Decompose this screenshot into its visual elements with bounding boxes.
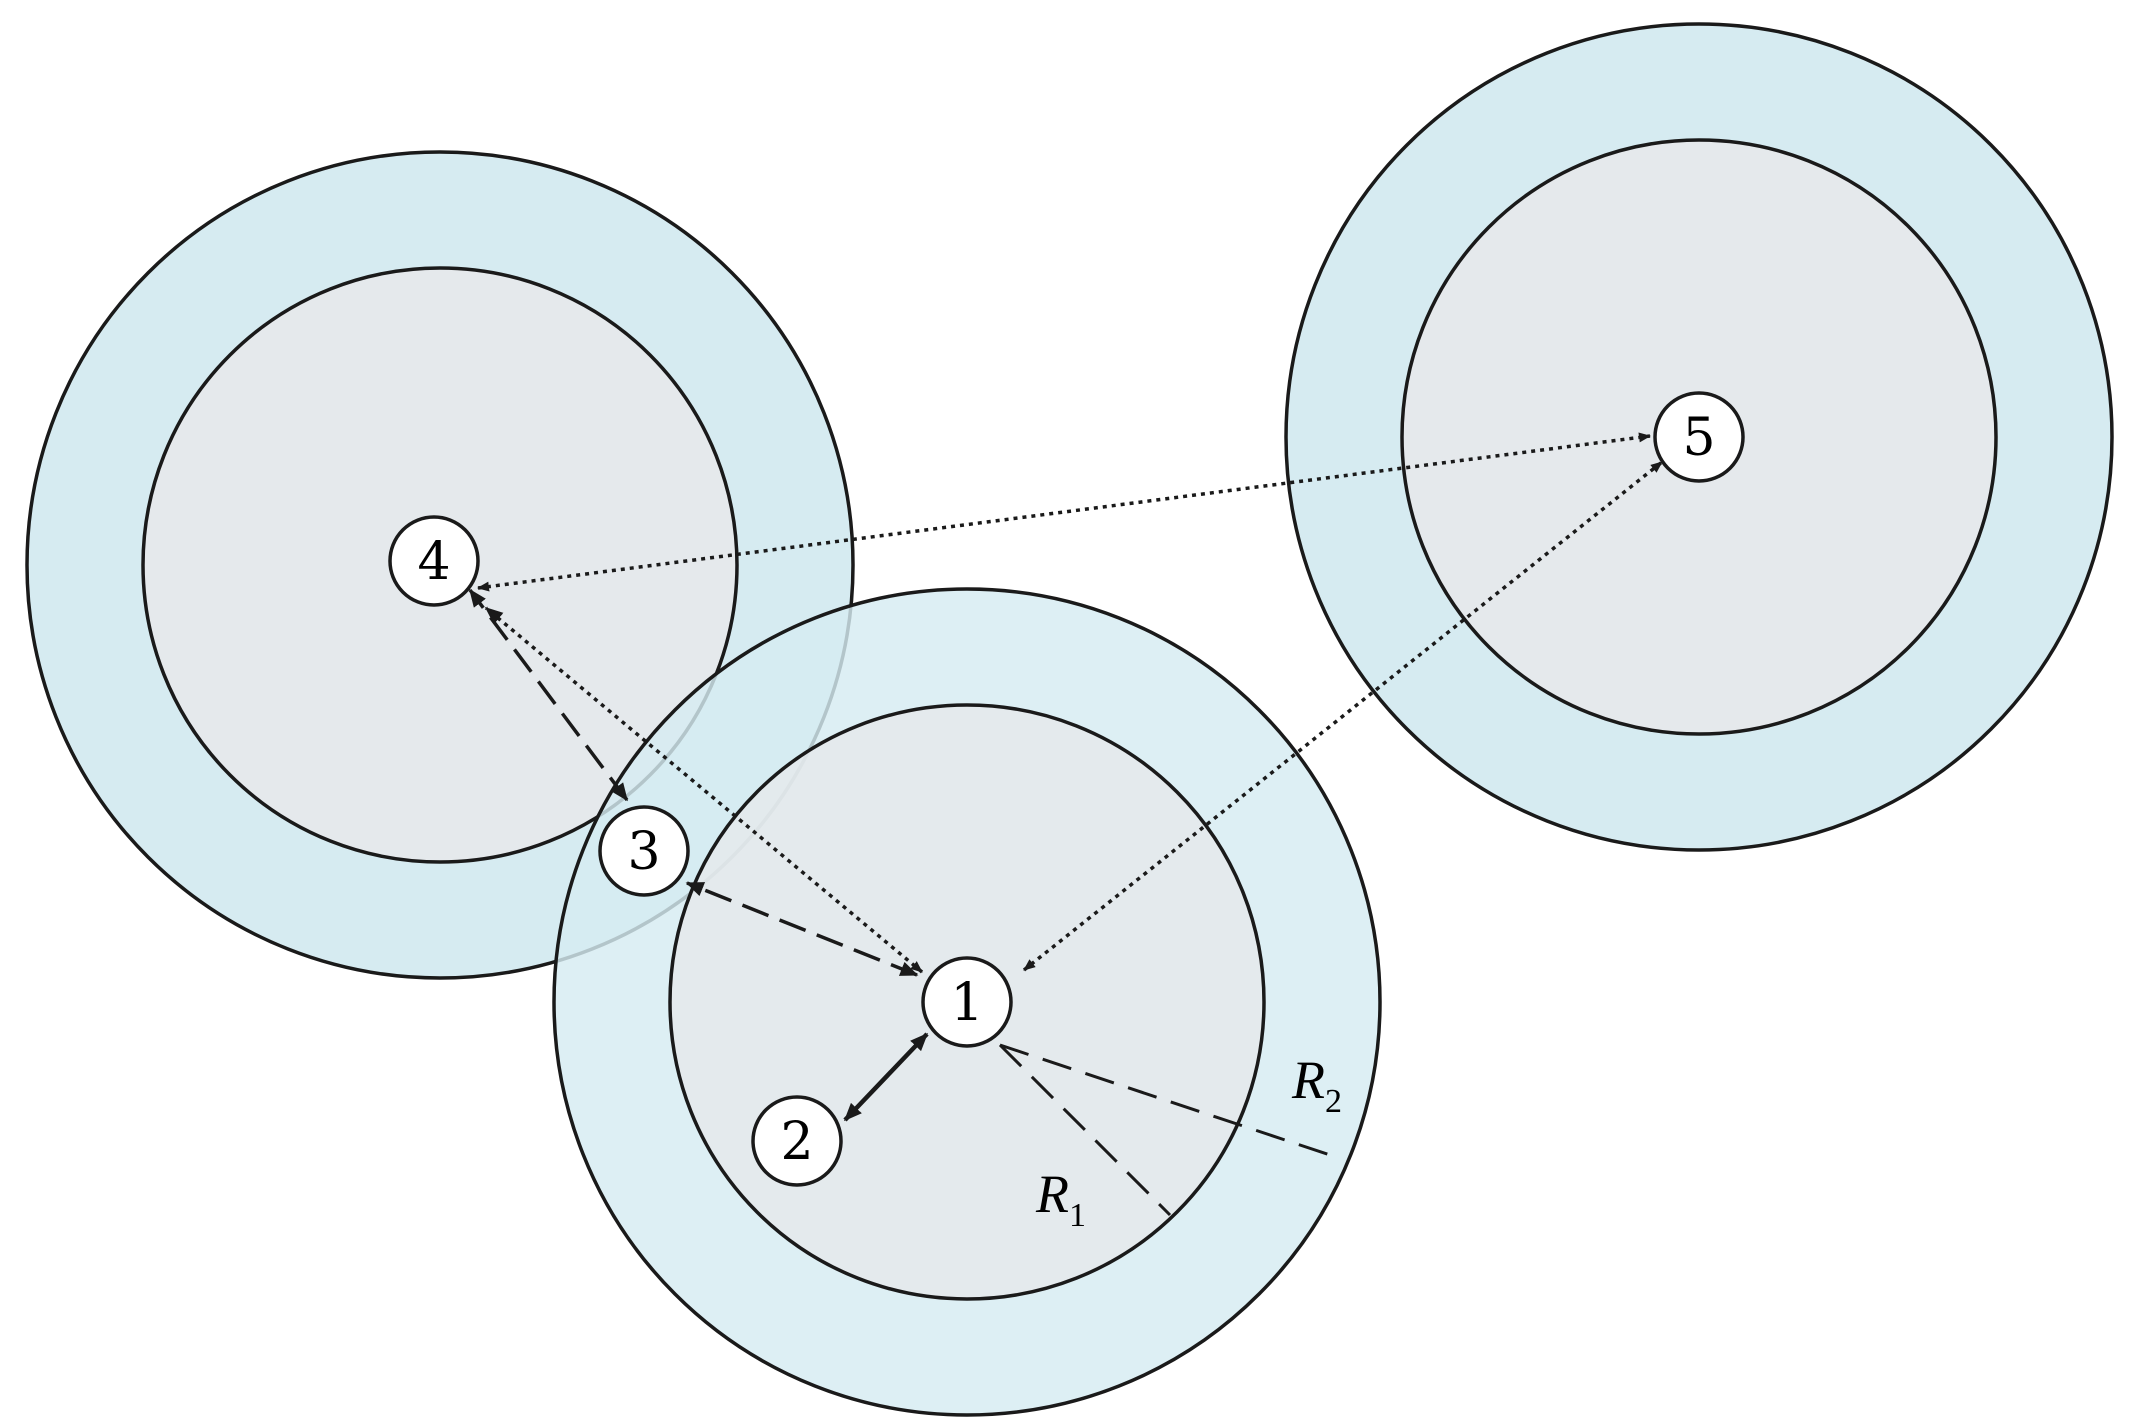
node-circle-4 [388, 515, 480, 607]
node-circle-5 [1653, 391, 1745, 483]
node-2: 2 [751, 1095, 843, 1187]
node-5: 5 [1653, 391, 1745, 483]
node-label-5: 5 [1682, 408, 1715, 468]
radius-subscript-r2: 2 [1325, 1083, 1342, 1120]
node-circle-1 [921, 956, 1013, 1048]
node-label-4: 4 [417, 532, 450, 592]
radius-subscript-r1: 1 [1069, 1197, 1086, 1234]
link-1-5 [1022, 460, 1664, 972]
radius-label-r2: R2 [1291, 1050, 1342, 1120]
node-label-3: 3 [627, 822, 660, 882]
links [468, 432, 1664, 1122]
radius-line-r2 [999, 1043, 1331, 1157]
node-4: 4 [388, 515, 480, 607]
radius-symbol-r2: R [1291, 1050, 1325, 1110]
node-label-2: 2 [780, 1112, 813, 1172]
radius-line-r1 [998, 1043, 1172, 1217]
node-3: 3 [598, 805, 690, 897]
radius-symbol-r1: R [1035, 1164, 1069, 1224]
node-label-1: 1 [950, 973, 983, 1033]
node-circle-2 [751, 1095, 843, 1187]
node-1: 1 [921, 956, 1013, 1048]
node-circle-3 [598, 805, 690, 897]
radius-label-r1: R1 [1035, 1164, 1086, 1234]
link-4-5 [477, 432, 1651, 592]
link-1-2 [843, 1032, 929, 1122]
